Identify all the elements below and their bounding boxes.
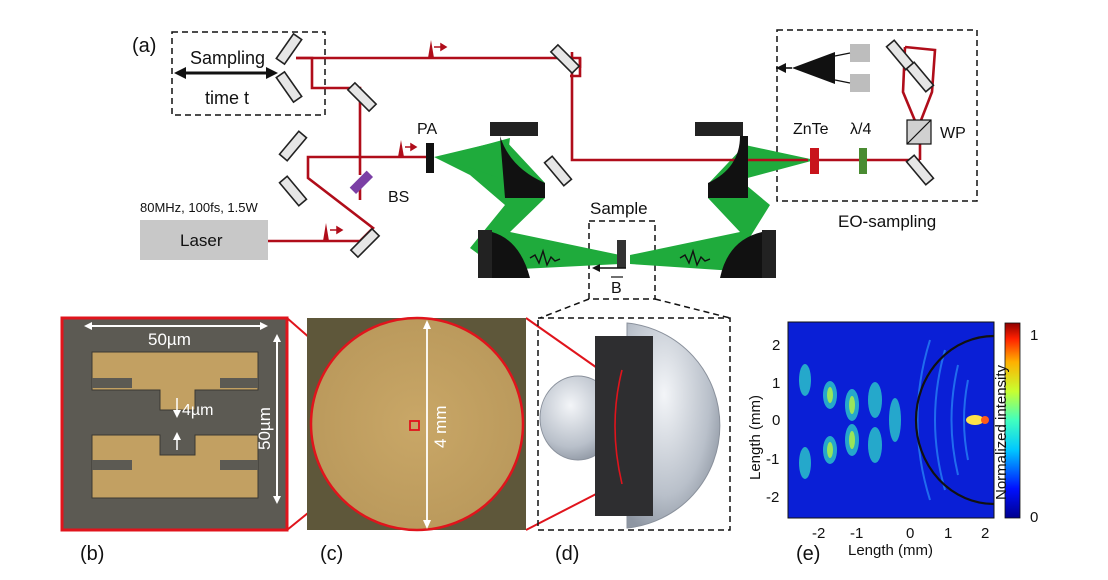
laser-box	[140, 220, 268, 260]
eo-sampling-box	[776, 29, 978, 202]
thz-waveform	[679, 248, 711, 267]
colorbar-label: Normalized intensity	[993, 364, 1010, 500]
y-tick-label: 2	[772, 337, 780, 354]
photodiode-icon	[850, 44, 870, 62]
pa-label: PA	[417, 121, 437, 138]
laser-pulse	[323, 40, 434, 241]
silicon-lens-face	[309, 316, 525, 532]
panel-a: (a) Sampling time t EO-sampling Sample	[132, 29, 978, 300]
lambda4-label: λ/4	[850, 121, 871, 138]
panel-e: 2 1 0 -1 -2 -2 -1 0 1 2 Length (mm) Leng…	[747, 321, 1038, 565]
panel-d: (d)	[537, 317, 731, 565]
x-tick-label: -2	[812, 525, 825, 542]
waveplate-icon	[859, 148, 867, 174]
antenna-electrodes	[91, 351, 259, 499]
bs-label: BS	[388, 189, 409, 206]
eo-sampling-label: EO-sampling	[838, 212, 936, 231]
amplifier-icon	[792, 52, 835, 84]
pulse-arrows	[330, 42, 448, 235]
y-ticks: 2 1 0 -1 -2	[766, 337, 780, 506]
y-tick-label: 0	[772, 412, 780, 429]
photodiode-icon	[850, 74, 870, 92]
x-axis-label: Length (mm)	[848, 542, 933, 559]
b-field-label: B	[611, 280, 622, 297]
y-tick-label: -2	[766, 489, 779, 506]
width-dimension: 50µm	[148, 330, 191, 349]
sample-icon	[617, 240, 626, 268]
thz-waveform	[529, 248, 561, 267]
laser-label: Laser	[180, 231, 223, 250]
antenna-marker	[409, 420, 420, 431]
znte-label: ZnTe	[793, 121, 829, 138]
panel-e-label: (e)	[796, 543, 820, 565]
wp-label: WP	[940, 125, 966, 142]
x-tick-label: -1	[850, 525, 863, 542]
x-tick-label: 1	[944, 525, 952, 542]
panel-c-label: (c)	[320, 543, 343, 565]
intensity-pattern	[799, 334, 994, 506]
zoom-lines	[539, 298, 731, 319]
antenna-slots	[92, 378, 258, 470]
beam-splitter-icon	[349, 170, 374, 195]
y-axis-label: Length (mm)	[747, 395, 764, 480]
panel-b: 50µm 50µm 4µm (b)	[60, 316, 289, 565]
y-tick-label: 1	[772, 375, 780, 392]
sampling-box	[171, 31, 326, 116]
x-tick-label: 2	[981, 525, 989, 542]
colorbar	[1004, 322, 1021, 519]
substrate-block	[595, 336, 653, 516]
height-dimension: 50µm	[255, 407, 274, 450]
colorbar-max: 1	[1030, 327, 1038, 344]
diameter-dimension: 4 mm	[431, 406, 450, 449]
sampling-label-2: time t	[205, 88, 249, 108]
panel-c: 4 mm (c)	[307, 316, 526, 565]
colorbar-min: 0	[1030, 509, 1038, 526]
parabolic-mirror-icon	[478, 122, 776, 278]
lens-outline	[914, 334, 994, 506]
mirror-icon	[275, 32, 935, 259]
panel-d-frame	[537, 317, 731, 531]
gap-dimension: 4µm	[182, 402, 213, 419]
panel-b-label: (b)	[80, 543, 104, 565]
pa-icon	[426, 143, 434, 173]
x-tick-label: 0	[906, 525, 914, 542]
laser-spec: 80MHz, 100fs, 1.5W	[140, 200, 258, 215]
znte-crystal-icon	[810, 148, 819, 174]
sampling-label-1: Sampling	[190, 48, 265, 68]
panel-a-label: (a)	[132, 35, 156, 57]
y-tick-label: -1	[766, 451, 779, 468]
sample-label: Sample	[590, 199, 648, 218]
panel-d-label: (d)	[555, 543, 579, 565]
x-ticks: -2 -1 0 1 2	[812, 525, 989, 542]
